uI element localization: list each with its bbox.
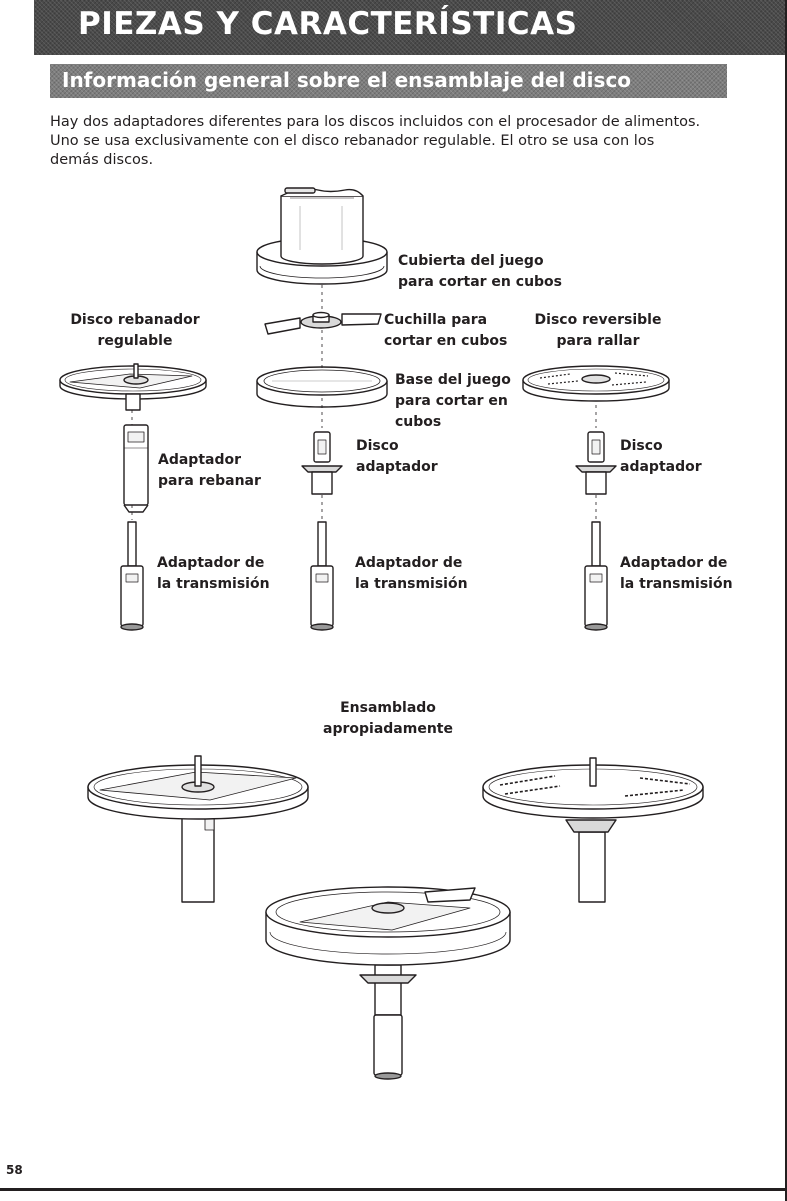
page-bottom-rule [0,1188,787,1191]
section-banner: PIEZAS Y CARACTERÍSTICAS [34,0,786,55]
drive-adapter-right-icon [584,521,608,631]
shredding-disc-icon [522,365,670,402]
assembled-shredding-disc-icon [482,757,704,903]
section-title: Información general sobre el ensamblaje … [62,68,632,92]
page-number: 58 [6,1163,23,1177]
intro-line: demás discos. [50,152,154,168]
page-title: PIEZAS Y CARACTERÍSTICAS [78,6,578,42]
assembled-dicing-kit-icon [265,886,511,1080]
assembled-slicing-disc-icon [87,755,309,903]
intro-line: Uno se usa exclusivamente con el disco r… [50,133,655,149]
intro-line: Hay dos adaptadores diferentes para los … [50,114,701,130]
subsection-banner: Información general sobre el ensamblaje … [50,64,727,98]
disc-adapter-right-icon [575,431,617,495]
drive-adapter-center-icon [310,521,334,631]
slicing-adapter-icon [123,424,149,513]
drive-adapter-left-icon [120,521,144,631]
slicing-disc-icon [59,363,207,411]
dicing-blade-icon [264,311,382,335]
page-right-rule [785,0,787,1201]
dicing-kit-cover-icon [256,187,388,285]
intro-paragraph: Hay dos adaptadores diferentes para los … [50,113,740,170]
disc-adapter-center-icon [301,431,343,495]
